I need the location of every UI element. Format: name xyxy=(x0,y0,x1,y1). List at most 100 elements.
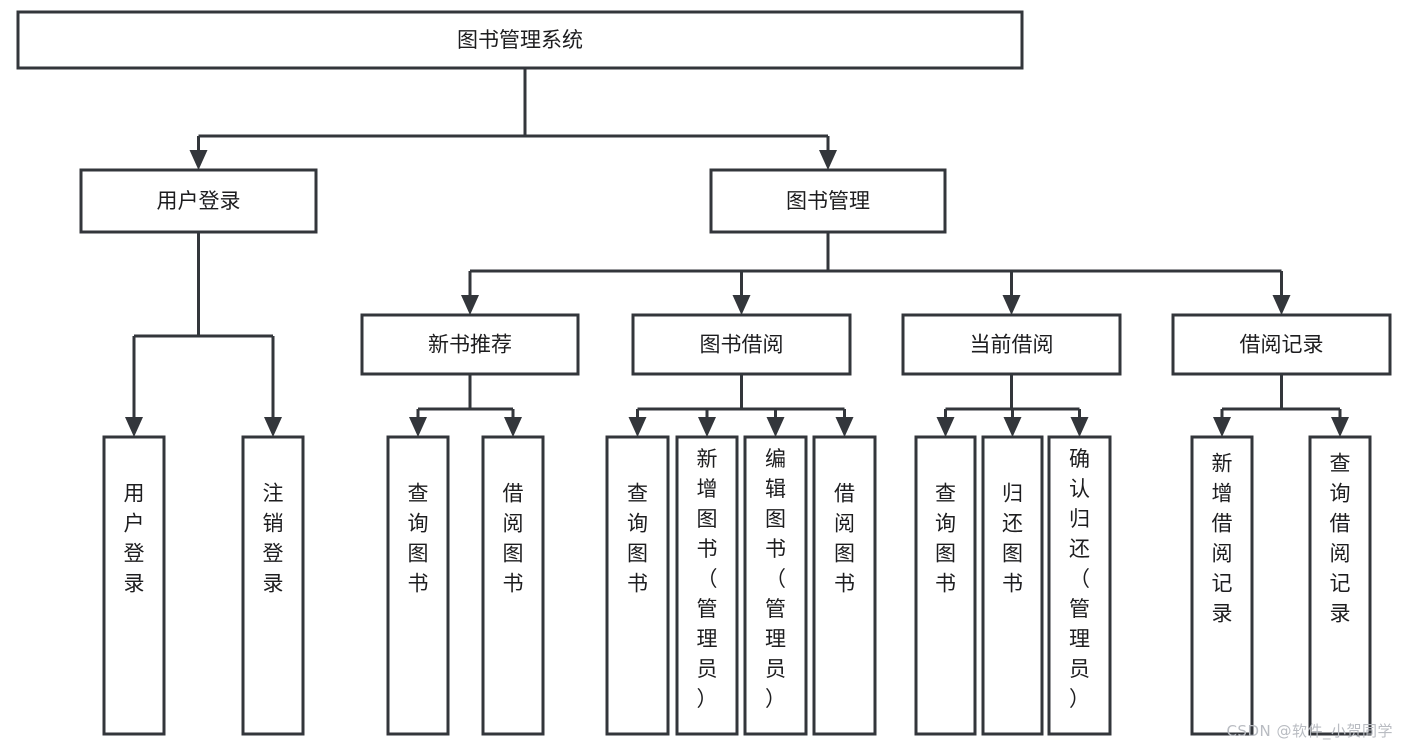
arrow-connector xyxy=(819,136,837,170)
arrow-head-icon xyxy=(1003,417,1022,437)
node-layer: 图书管理系统用户登录图书管理新书推荐图书借阅当前借阅借阅记录用户登录注销登录查询… xyxy=(16,10,1392,736)
arrow-connector xyxy=(504,409,522,437)
node-box xyxy=(914,435,977,736)
arrow-head-icon xyxy=(264,417,282,437)
node-box xyxy=(102,435,166,736)
node-box xyxy=(743,435,808,736)
node-box xyxy=(1190,435,1254,736)
node-level3-2[interactable]: 当前借阅 xyxy=(901,313,1122,376)
node-leaf-11[interactable]: 新增借阅记录 xyxy=(1190,435,1254,736)
arrow-connector xyxy=(125,336,143,437)
node-level3-3[interactable]: 借阅记录 xyxy=(1171,313,1392,376)
node-label: 用户登录 xyxy=(157,189,241,213)
node-leaf-5[interactable]: 新增图书（管理员） xyxy=(675,435,739,736)
node-label: 新书推荐 xyxy=(428,333,512,357)
node-label: 查询借阅记录 xyxy=(1330,452,1351,626)
arrow-connector xyxy=(461,271,479,315)
arrow-head-icon xyxy=(189,150,208,170)
node-leaf-12[interactable]: 查询借阅记录 xyxy=(1308,435,1372,736)
node-label: 编辑图书（管理员） xyxy=(765,447,786,711)
node-leaf-0[interactable]: 用户登录 xyxy=(102,435,166,736)
node-box xyxy=(360,313,580,376)
node-box xyxy=(812,435,877,736)
node-box xyxy=(901,313,1122,376)
arrow-head-icon xyxy=(461,295,479,315)
arrow-head-icon xyxy=(819,150,837,170)
node-label: 归还图书 xyxy=(1002,482,1023,596)
node-level3-0[interactable]: 新书推荐 xyxy=(360,313,580,376)
arrow-head-icon xyxy=(504,417,522,437)
node-label: 借阅图书 xyxy=(834,482,855,596)
node-label: 图书借阅 xyxy=(700,333,784,357)
connector-layer xyxy=(125,68,1349,437)
node-box xyxy=(981,435,1044,736)
node-box xyxy=(16,10,1024,70)
arrow-head-icon xyxy=(409,417,427,437)
node-label: 用户登录 xyxy=(124,482,145,596)
node-leaf-2[interactable]: 查询图书 xyxy=(386,435,450,736)
arrow-connector xyxy=(1213,409,1231,437)
node-box xyxy=(241,435,305,736)
node-label: 借阅记录 xyxy=(1240,333,1324,357)
arrow-connector xyxy=(1272,271,1291,315)
node-level2-0[interactable]: 用户登录 xyxy=(79,168,318,234)
node-level3-1[interactable]: 图书借阅 xyxy=(631,313,852,376)
node-leaf-7[interactable]: 借阅图书 xyxy=(812,435,877,736)
node-leaf-4[interactable]: 查询图书 xyxy=(605,435,670,736)
arrow-head-icon xyxy=(936,417,955,437)
node-root[interactable]: 图书管理系统 xyxy=(16,10,1024,70)
arrow-head-icon xyxy=(1002,295,1021,315)
arrow-connector xyxy=(766,409,785,437)
watermark-label: CSDN @软件_小贺同学 xyxy=(1226,722,1393,740)
arrow-connector xyxy=(1070,409,1089,437)
node-label: 新增图书（管理员） xyxy=(697,447,718,711)
node-box xyxy=(481,435,545,736)
node-box xyxy=(1171,313,1392,376)
arrow-connector xyxy=(189,136,208,170)
arrow-head-icon xyxy=(766,417,785,437)
arrow-head-icon xyxy=(1213,417,1231,437)
node-box xyxy=(1047,435,1112,736)
arrow-head-icon xyxy=(1331,417,1349,437)
node-label: 查询图书 xyxy=(935,482,956,596)
arrow-head-icon xyxy=(732,295,751,315)
arrow-connector xyxy=(1002,271,1021,315)
node-level2-1[interactable]: 图书管理 xyxy=(709,168,947,234)
node-leaf-9[interactable]: 归还图书 xyxy=(981,435,1044,736)
node-box xyxy=(709,168,947,234)
node-label: 新增借阅记录 xyxy=(1212,452,1233,626)
node-box xyxy=(386,435,450,736)
arrow-connector xyxy=(936,409,955,437)
arrow-head-icon xyxy=(1272,295,1291,315)
arrow-connector xyxy=(264,336,282,437)
node-box xyxy=(675,435,739,736)
node-leaf-1[interactable]: 注销登录 xyxy=(241,435,305,736)
arrow-connector xyxy=(409,409,427,437)
arrow-connector xyxy=(1003,409,1022,437)
node-label: 图书管理 xyxy=(786,189,870,213)
node-label: 确认归还（管理员） xyxy=(1069,447,1090,711)
node-box xyxy=(79,168,318,234)
node-label: 查询图书 xyxy=(408,482,429,596)
arrow-head-icon xyxy=(698,417,716,437)
node-label: 查询图书 xyxy=(627,482,648,596)
node-label: 图书管理系统 xyxy=(457,28,583,52)
arrow-head-icon xyxy=(1070,417,1089,437)
node-leaf-6[interactable]: 编辑图书（管理员） xyxy=(743,435,808,736)
node-box xyxy=(631,313,852,376)
arrow-head-icon xyxy=(125,417,143,437)
node-box xyxy=(1308,435,1372,736)
arrow-head-icon xyxy=(628,417,647,437)
node-label: 当前借阅 xyxy=(970,333,1054,357)
arrow-connector xyxy=(835,409,854,437)
arrow-head-icon xyxy=(835,417,854,437)
arrow-connector xyxy=(732,271,751,315)
node-leaf-10[interactable]: 确认归还（管理员） xyxy=(1047,435,1112,736)
arrow-connector xyxy=(628,409,647,437)
node-leaf-3[interactable]: 借阅图书 xyxy=(481,435,545,736)
arrow-connector xyxy=(698,409,716,437)
node-leaf-8[interactable]: 查询图书 xyxy=(914,435,977,736)
node-label: 注销登录 xyxy=(263,482,284,596)
